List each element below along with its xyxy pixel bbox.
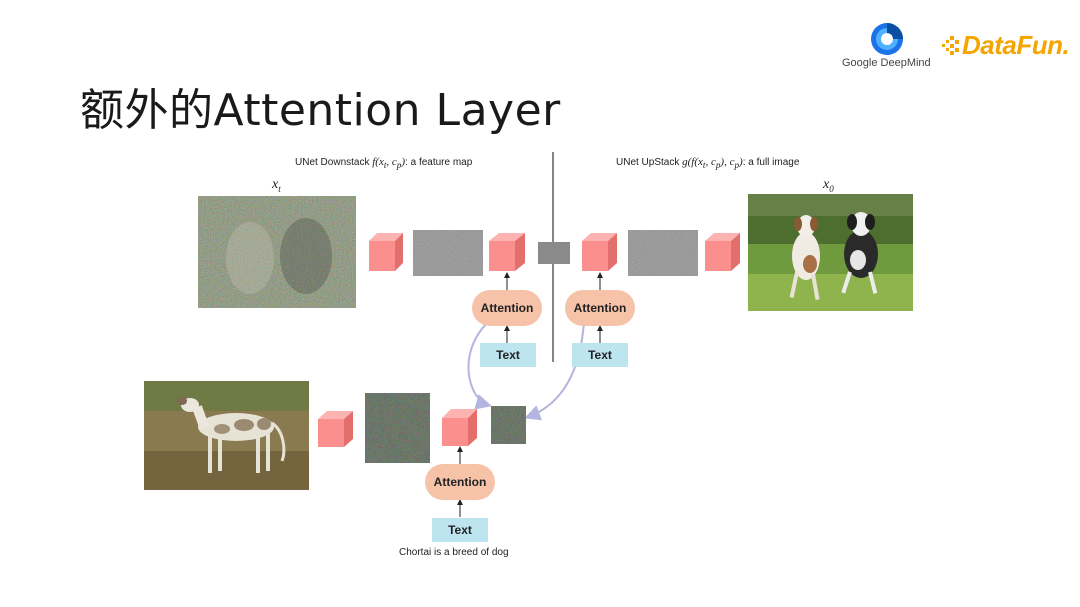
deepmind-icon [871, 23, 903, 55]
down-cube-2 [489, 233, 525, 271]
attention-node-lower: Attention [425, 464, 495, 500]
text-node-up: Text [572, 343, 628, 367]
text-node-lower: Text [432, 518, 488, 542]
colored-noise-large [365, 393, 430, 463]
datafun-wordmark: DataFun. [962, 30, 1070, 60]
downstack-caption: UNet Downstack f(xt, cp): a feature map [295, 156, 473, 171]
lower-cube-2 [442, 409, 477, 446]
datafun-dots-icon [942, 36, 959, 55]
attention-node-up: Attention [565, 290, 635, 326]
running-dogs-image [748, 194, 913, 311]
upstack-caption: UNet UpStack g(f(xt, cp), cp): a full im… [616, 156, 800, 171]
upstack-feature-map [628, 230, 698, 276]
greyhound-image [144, 381, 309, 490]
noisy-dogs-image [198, 196, 356, 308]
slide-title: 额外的Attention Layer [80, 85, 561, 136]
downstack-feature-map [413, 230, 483, 276]
up-cube-1 [582, 233, 617, 271]
x0-label: x0 [823, 177, 834, 194]
colored-noise-small [491, 406, 526, 444]
bottleneck-block [538, 242, 570, 264]
deepmind-wordmark: Google DeepMind [842, 57, 931, 69]
lower-cube-1 [318, 411, 353, 447]
google-deepmind-logo: Google DeepMind [842, 22, 932, 72]
attention-node-down: Attention [472, 290, 542, 326]
text-node-down: Text [480, 343, 536, 367]
up-cube-2 [705, 233, 740, 271]
xt-label: xt [272, 177, 281, 194]
down-cube-1 [369, 233, 403, 271]
prompt-caption: Chortai is a breed of dog [399, 547, 509, 558]
